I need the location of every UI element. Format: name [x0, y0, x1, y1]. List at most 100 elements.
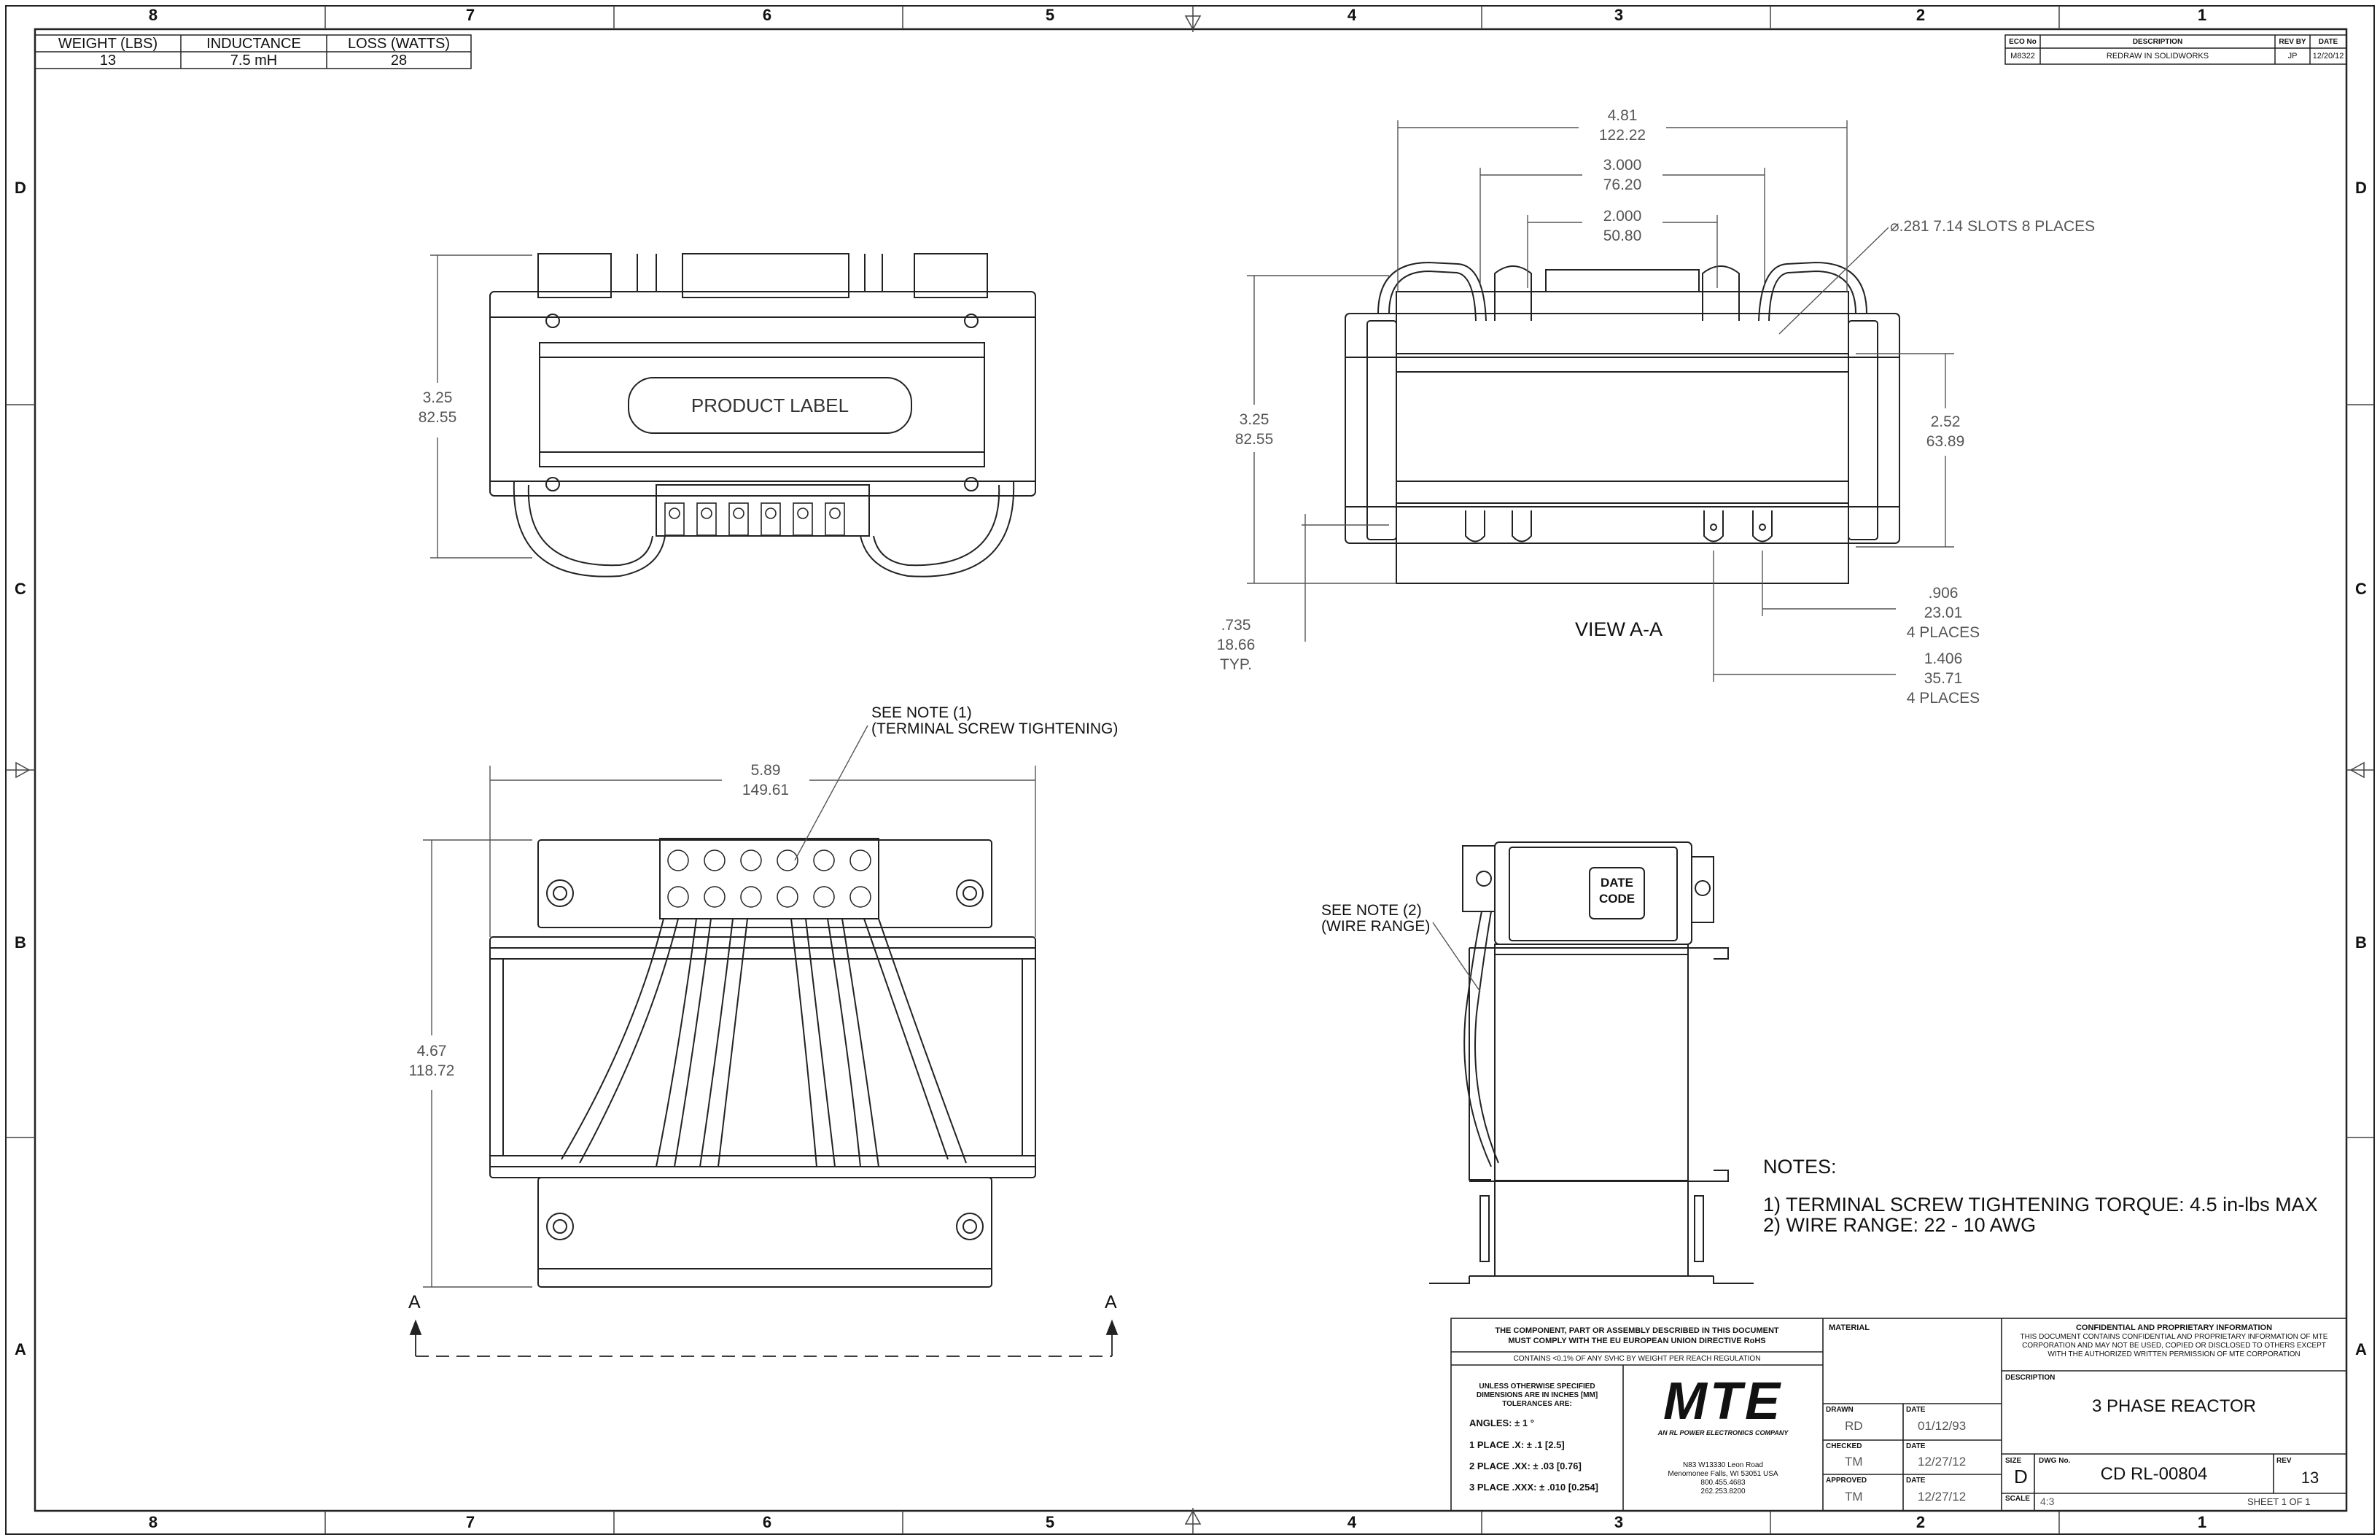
rev-header-date: DATE	[2318, 38, 2338, 46]
drawn-label: DRAWN	[1826, 1406, 1854, 1414]
dim-slot-span-in: 3.000	[1603, 157, 1642, 174]
confidential-heading: CONFIDENTIAL AND PROPRIETARY INFORMATION	[2075, 1323, 2273, 1332]
dim-overall-width-mm: 149.61	[742, 782, 790, 798]
dim-slot-dist-a-mm: 23.01	[1924, 604, 1963, 621]
note2-callout-line2: (WIRE RANGE)	[1321, 918, 1431, 935]
section-mark-right: A	[1105, 1292, 1117, 1312]
dim-slots-in: ⌀.281	[1890, 218, 1929, 235]
dim-slots-note: SLOTS 8 PLACES	[1967, 218, 2096, 235]
zone-col-6: 6	[762, 6, 772, 24]
rohs-line1: THE COMPONENT, PART OR ASSEMBLY DESCRIBE…	[1495, 1326, 1779, 1335]
dim-slot-span-mm: 76.20	[1603, 176, 1642, 193]
zone-row-a-right: A	[2355, 1340, 2367, 1358]
confidential-line2: CORPORATION AND MAY NOT BE USED, COPIED …	[2022, 1342, 2326, 1350]
section-mark-left: A	[408, 1292, 421, 1312]
zone-row-c-right: C	[2355, 580, 2367, 598]
zone-col-8: 8	[148, 6, 158, 24]
dim-overall-height-in: 4.67	[416, 1043, 447, 1059]
approved-date: 12/27/12	[1918, 1490, 1967, 1504]
dim-foot-offset: .735 18.66 TYP.	[1185, 615, 1287, 674]
dim-side-height: 3.25 82.55	[1203, 410, 1305, 449]
checked-by: TM	[1845, 1455, 1863, 1469]
dim-core-height-in: 2.52	[1930, 413, 1961, 430]
zone-col-4: 4	[1347, 6, 1357, 24]
zone-col-1-bottom: 1	[2197, 1513, 2207, 1531]
scale-label: SCALE	[2005, 1495, 2030, 1503]
tolerance-line1: UNLESS OTHERWISE SPECIFIED	[1479, 1382, 1595, 1391]
product-label: PRODUCT LABEL	[691, 394, 849, 416]
zone-col-2: 2	[1916, 6, 1926, 24]
dim-overall-height-mm: 118.72	[408, 1062, 455, 1079]
address-line3: 800.455.4683	[1700, 1479, 1746, 1487]
rev-header-eco: ECO No	[2009, 38, 2037, 46]
checked-date: 12/27/12	[1918, 1455, 1967, 1469]
zone-col-6-bottom: 6	[762, 1513, 772, 1531]
zone-col-2-bottom: 2	[1916, 1513, 1926, 1531]
rev-date: 12/20/12	[2312, 52, 2344, 61]
dim-top-width-mm: 122.22	[1598, 127, 1646, 144]
drawing-number: CD RL-00804	[2100, 1464, 2208, 1484]
spec-value-inductance: 7.5 mH	[230, 52, 278, 69]
note1-callout: SEE NOTE (1) (TERMINAL SCREW TIGHTENING)	[871, 705, 1118, 737]
confidential-line3: WITH THE AUTHORIZED WRITTEN PERMISSION O…	[2048, 1350, 2301, 1358]
revision-number: 13	[2301, 1469, 2319, 1487]
approved-date-label: DATE	[1906, 1477, 1926, 1485]
tolerance-heading: UNLESS OTHERWISE SPECIFIED DIMENSIONS AR…	[1451, 1382, 1623, 1409]
drawn-date: 01/12/93	[1918, 1419, 1967, 1433]
view-a-a-label: VIEW A-A	[1575, 618, 1663, 640]
scale-value: 4:3	[2040, 1496, 2055, 1507]
dim-inner-span-mm: 50.80	[1603, 228, 1642, 244]
note-item-1: 1) TERMINAL SCREW TIGHTENING TORQUE: 4.5…	[1763, 1194, 2318, 1216]
zone-row-d: D	[15, 179, 26, 197]
zone-col-8-bottom: 8	[148, 1513, 158, 1531]
note1-callout-line2: (TERMINAL SCREW TIGHTENING)	[871, 720, 1119, 737]
zone-row-b-right: B	[2355, 933, 2367, 952]
dim-slots-callout: ⌀.281 7.14 SLOTS 8 PLACES	[1890, 217, 2095, 236]
notes-list: 1) TERMINAL SCREW TIGHTENING TORQUE: 4.5…	[1763, 1194, 2318, 1235]
dim-top-width: 4.81 122.22	[1571, 106, 1673, 145]
rev-eco-number: M8322	[2010, 52, 2035, 61]
dim-slot-dist-a: .906 23.01 4 PLACES	[1892, 583, 1994, 642]
note2-callout-line1: SEE NOTE (2)	[1321, 902, 1422, 919]
rev-header-description: DESCRIPTION	[2132, 38, 2183, 46]
dim-front-height-in: 3.25	[422, 389, 453, 406]
dim-foot-offset-in: .735	[1221, 617, 1251, 634]
dim-slot-dist-b: 1.406 35.71 4 PLACES	[1892, 649, 1994, 708]
tol-2-place: 2 PLACE .XX: ± .03 [0.76]	[1469, 1461, 1582, 1471]
dim-front-height: 3.25 82.55	[386, 388, 489, 427]
checked-label: CHECKED	[1826, 1442, 1862, 1450]
dim-slots-mm: 7.14	[1933, 218, 1964, 235]
drawn-by: RD	[1845, 1419, 1863, 1433]
material-label: MATERIAL	[1829, 1323, 1870, 1332]
checked-date-label: DATE	[1906, 1442, 1926, 1450]
rev-description: REDRAW IN SOLIDWORKS	[2106, 52, 2209, 61]
mte-logo-subtitle: AN RL POWER ELECTRONICS COMPANY	[1657, 1429, 1789, 1436]
tolerance-line3: TOLERANCES ARE:	[1502, 1400, 1572, 1408]
dim-foot-offset-note: TYP.	[1220, 656, 1252, 673]
spec-header-weight: WEIGHT (LBS)	[58, 36, 158, 52]
zone-col-4-bottom: 4	[1347, 1513, 1357, 1531]
dim-foot-offset-mm: 18.66	[1216, 637, 1256, 653]
note2-callout: SEE NOTE (2) (WIRE RANGE)	[1321, 903, 1430, 935]
reach-statement: CONTAINS <0.1% OF ANY SVHC BY WEIGHT PER…	[1513, 1355, 1761, 1363]
zone-col-5: 5	[1045, 6, 1055, 24]
spec-header-loss: LOSS (WATTS)	[348, 36, 450, 52]
dim-overall-height: 4.67 118.72	[381, 1041, 483, 1081]
dim-slot-dist-b-in: 1.406	[1924, 650, 1963, 667]
rohs-line2: MUST COMPLY WITH THE EU EUROPEAN UNION D…	[1508, 1337, 1766, 1345]
spec-value-loss: 28	[390, 52, 408, 69]
address-line2: Menomonee Falls, WI 53051 USA	[1668, 1470, 1778, 1478]
zone-col-7-bottom: 7	[465, 1513, 475, 1531]
date-code-line1: DATE	[1600, 876, 1633, 890]
drawn-date-label: DATE	[1906, 1406, 1926, 1414]
dim-core-height-mm: 63.89	[1926, 433, 1965, 450]
sheet-size: D	[2014, 1466, 2028, 1488]
date-code-label: DATE CODE	[1590, 875, 1644, 907]
tol-3-place: 3 PLACE .XXX: ± .010 [0.254]	[1469, 1482, 1598, 1493]
dim-side-height-in: 3.25	[1239, 411, 1269, 428]
tol-1-place: 1 PLACE .X: ± .1 [2.5]	[1469, 1439, 1565, 1450]
dim-inner-span: 2.000 50.80	[1571, 206, 1673, 246]
zone-row-b: B	[15, 933, 26, 952]
approved-by: TM	[1845, 1490, 1863, 1504]
